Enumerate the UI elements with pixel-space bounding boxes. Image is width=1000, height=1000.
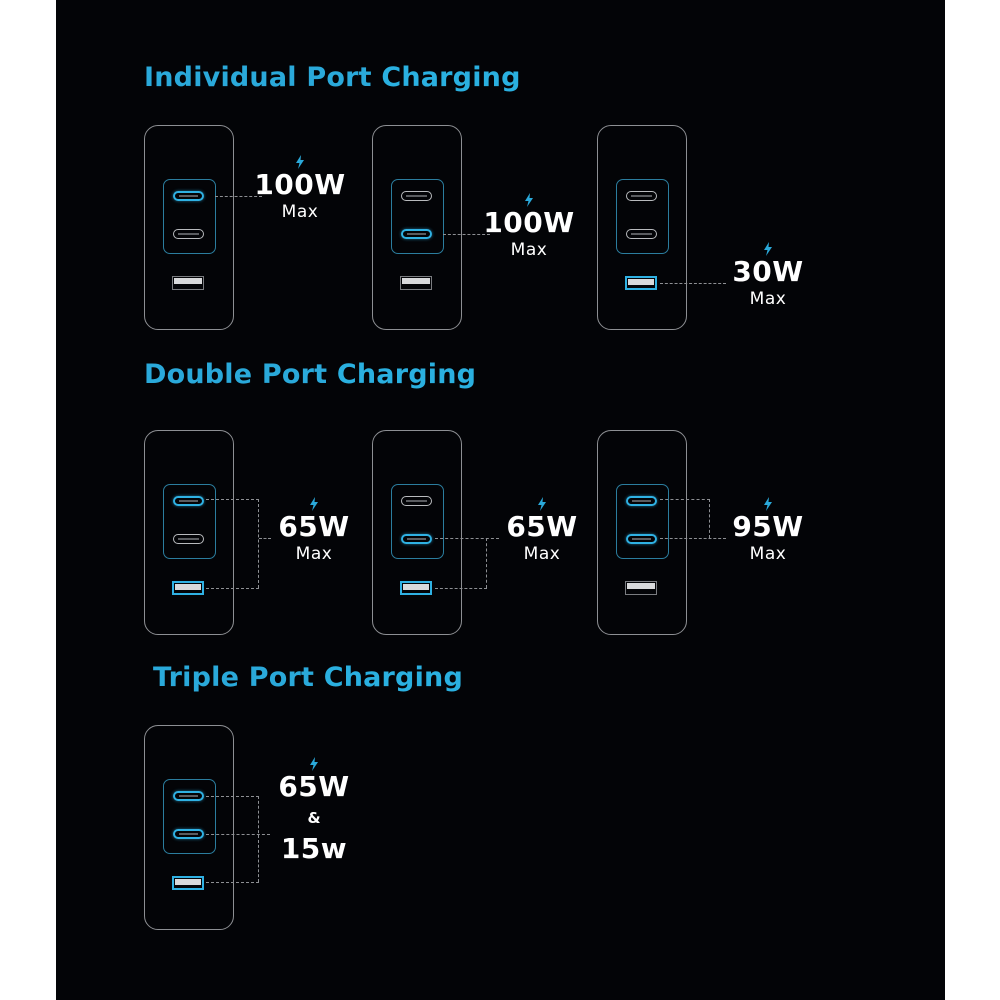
lightning-bolt-icon <box>764 242 772 256</box>
title-part-2: Charging <box>381 62 521 93</box>
power-label: 65W & 15w <box>264 757 364 865</box>
usb-c-port-2-active <box>401 229 432 239</box>
usb-c-panel <box>616 179 669 254</box>
connector-line <box>206 834 270 835</box>
lightning-bolt-icon <box>525 193 533 207</box>
connector-line <box>259 538 271 539</box>
usb-c-port-1 <box>626 191 657 201</box>
power-label: 65W Max <box>264 497 364 565</box>
usb-c-port-2-active <box>173 829 204 839</box>
usb-c-panel <box>163 484 216 559</box>
usb-c-port-2 <box>626 229 657 239</box>
lightning-bolt-icon <box>296 155 304 169</box>
wattage: 30W <box>732 255 804 288</box>
connector-line <box>435 538 499 539</box>
wattage: 65W <box>506 510 578 543</box>
usb-c-port-2-active <box>401 534 432 544</box>
lightning-bolt-icon <box>310 757 318 771</box>
title-part-2: Charging <box>323 662 463 693</box>
power-label: 100W Max <box>479 193 579 261</box>
connector-line <box>206 499 259 500</box>
max-label: Max <box>295 544 333 564</box>
lightning-bolt-icon <box>538 497 546 511</box>
usb-a-port <box>172 276 204 290</box>
usb-c-port-2-active <box>626 534 657 544</box>
usb-c-panel <box>163 779 216 854</box>
power-label: 95W Max <box>718 497 818 565</box>
usb-c-port-1-active <box>173 191 204 201</box>
title-part-1: Triple Port <box>153 662 315 693</box>
usb-a-port-active <box>172 876 204 890</box>
max-label: Max <box>281 202 319 222</box>
charger-diagram <box>372 430 462 635</box>
power-label: 30W Max <box>718 242 818 310</box>
connector-bracket <box>709 499 710 538</box>
usb-c-panel <box>616 484 669 559</box>
connector-line <box>660 538 726 539</box>
usb-c-panel <box>391 484 444 559</box>
charger-diagram <box>372 125 462 330</box>
connector-line <box>660 499 710 500</box>
ampersand: & <box>307 809 321 827</box>
charger-diagram <box>144 125 234 330</box>
connector-line <box>215 196 262 197</box>
wattage: 95W <box>732 510 804 543</box>
title-part-1: Individual Port <box>144 62 372 93</box>
lightning-bolt-icon <box>764 497 772 511</box>
usb-c-port-2 <box>173 229 204 239</box>
connector-line <box>206 588 259 589</box>
title-part-2: Charging <box>336 359 477 390</box>
usb-c-port-2 <box>173 534 204 544</box>
usb-a-port-active <box>400 581 432 595</box>
connector-line <box>206 882 259 883</box>
connector-line <box>435 588 487 589</box>
usb-a-port <box>400 276 432 290</box>
section-title-triple: Triple Port Charging <box>153 662 463 693</box>
power-label: 65W Max <box>492 497 592 565</box>
wattage: 65W <box>278 510 350 543</box>
usb-c-port-1-active <box>173 791 204 801</box>
connector-line <box>660 283 726 284</box>
max-label: Max <box>749 289 787 309</box>
background-panel <box>56 0 945 1000</box>
usb-c-port-1 <box>401 496 432 506</box>
title-part-1: Double Port <box>144 359 328 390</box>
connector-bracket <box>486 538 487 588</box>
usb-c-port-1-active <box>626 496 657 506</box>
charger-diagram <box>144 430 234 635</box>
charger-diagram <box>144 725 234 930</box>
connector-bracket <box>258 796 259 882</box>
connector-line <box>206 796 259 797</box>
usb-c-panel <box>163 179 216 254</box>
max-label: Max <box>749 544 787 564</box>
connector-bracket <box>258 499 259 588</box>
wattage: 100W <box>483 206 575 239</box>
section-title-double: Double Port Charging <box>144 359 476 390</box>
connector-line <box>443 234 490 235</box>
wattage: 100W <box>254 168 346 201</box>
charger-diagram <box>597 430 687 635</box>
max-label: Max <box>523 544 561 564</box>
usb-c-port-1 <box>401 191 432 201</box>
power-label: 100W Max <box>250 155 350 223</box>
max-label: Max <box>510 240 548 260</box>
lightning-bolt-icon <box>310 497 318 511</box>
usb-a-port <box>625 581 657 595</box>
wattage-secondary: 15w <box>280 832 348 865</box>
usb-a-port-active <box>625 276 657 290</box>
usb-c-panel <box>391 179 444 254</box>
charger-diagram <box>597 125 687 330</box>
usb-c-port-1-active <box>173 496 204 506</box>
section-title-individual: Individual Port Charging <box>144 62 521 93</box>
wattage: 65W <box>278 770 350 803</box>
usb-a-port-active <box>172 581 204 595</box>
